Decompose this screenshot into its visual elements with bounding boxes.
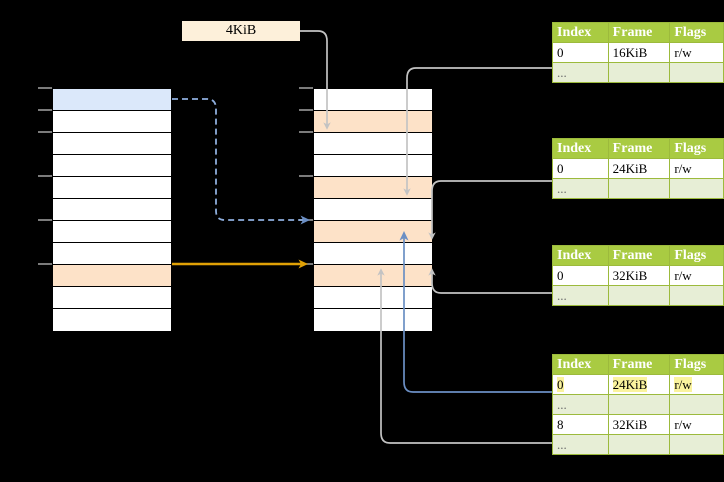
level-3-table-r1-flags: [669, 178, 724, 199]
level-3-table-r0-flags: r/w: [669, 158, 724, 179]
level-3-table-row[interactable]: ...: [552, 178, 724, 199]
level-1-table-r3-flags: [669, 434, 724, 455]
level-4-table-header-frame: Frame: [607, 22, 671, 43]
level-3-table-r0-frame: 24KiB: [607, 158, 671, 179]
level-4-table-r0-flags: r/w: [669, 42, 724, 63]
level-1-table-r0-flags: r/w: [669, 374, 724, 395]
virtual-to-physical-dashed-arrow: [172, 98, 310, 225]
level-2-table-r0-frame: 32KiB: [607, 265, 671, 286]
level-4-table-header-flags: Flags: [669, 22, 724, 43]
level-2-table-r0-flags: r/w: [669, 265, 724, 286]
level2-frame-connector: [428, 268, 552, 294]
level-1-table-r1-index: ...: [552, 394, 609, 415]
level-2-table-r0-index: 0: [552, 265, 609, 286]
level-4-table-r1-index: ...: [552, 62, 609, 83]
level-3-table-r1-frame: [607, 178, 671, 199]
level-3-table-r1-index: ...: [552, 178, 609, 199]
level-1-table-r3-index: ...: [552, 434, 609, 455]
virtual-column-ticks: [38, 87, 52, 265]
virtual-page-cell-2: [53, 133, 171, 155]
level-2-table-r1-index: ...: [552, 285, 609, 306]
level-1-table-header-index: Index: [552, 354, 609, 375]
page-size-label: 4KiB: [182, 21, 300, 41]
virtual-page-cell-7: [53, 243, 171, 265]
physical-frame-cell-0: [314, 89, 432, 111]
level-2-table-r1-frame: [607, 285, 671, 306]
physical-frame-cell-2: [314, 133, 432, 155]
level3-frame-connector: [428, 180, 552, 240]
virtual-page-cell-0: [53, 89, 171, 111]
virtual-page-cell-3: [53, 155, 171, 177]
virtual-page-cell-10: [53, 309, 171, 331]
level-1-table-r2-index: 8: [552, 414, 609, 435]
physical-frame-cell-5: [314, 199, 432, 221]
virtual-page-cell-8: [53, 265, 171, 287]
level-1-table-r1-flags: [669, 394, 724, 415]
virtual-page-cell-4: [53, 177, 171, 199]
level-1-table-r1-frame: [607, 394, 671, 415]
physical-frame-cell-1: [314, 111, 432, 133]
level-3-table-r0-index: 0: [552, 158, 609, 179]
level-3-table-header-frame: Frame: [607, 138, 671, 159]
level-1-table-r0-index: 0: [552, 374, 609, 395]
virtual-address-space-column: [52, 88, 172, 331]
level-2-table-r1-flags: [669, 285, 724, 306]
level-1-table-header-flags: Flags: [669, 354, 724, 375]
physical-frame-cell-10: [314, 309, 432, 331]
level-4-table-r1-frame: [607, 62, 671, 83]
level-3-table-header-index: Index: [552, 138, 609, 159]
level-1-table-row[interactable]: ...: [552, 394, 724, 415]
virtual-page-cell-5: [53, 199, 171, 221]
level-1-table-header-frame: Frame: [607, 354, 671, 375]
virtual-page-cell-6: [53, 221, 171, 243]
level-4-table-r1-flags: [669, 62, 724, 83]
physical-frame-cell-3: [314, 155, 432, 177]
level-4-table-r0-index: 0: [552, 42, 609, 63]
level-2-table-row[interactable]: ...: [552, 285, 724, 306]
virtual-page-cell-1: [53, 111, 171, 133]
physical-frame-cell-8: [314, 265, 432, 287]
level-2-table-header-flags: Flags: [669, 245, 724, 266]
level-1-table-r0-frame: 24KiB: [607, 374, 671, 395]
level-1-table-r3-frame: [607, 434, 671, 455]
level-4-table-header-index: Index: [552, 22, 609, 43]
physical-memory-column: [313, 88, 433, 331]
physical-frame-cell-7: [314, 243, 432, 265]
level-4-table-row[interactable]: ...: [552, 62, 724, 83]
level-1-table-r2-frame: 32KiB: [607, 414, 671, 435]
level-1-table-row[interactable]: ...: [552, 434, 724, 455]
level-3-table-header-flags: Flags: [669, 138, 724, 159]
level-2-table-header-frame: Frame: [607, 245, 671, 266]
level-2-table-header-index: Index: [552, 245, 609, 266]
physical-frame-cell-4: [314, 177, 432, 199]
level-4-table-r0-frame: 16KiB: [607, 42, 671, 63]
level-1-table-r2-flags: r/w: [669, 414, 724, 435]
physical-column-ticks: [299, 87, 313, 265]
physical-frame-cell-6: [314, 221, 432, 243]
virtual-page-cell-9: [53, 287, 171, 309]
physical-frame-cell-9: [314, 287, 432, 309]
